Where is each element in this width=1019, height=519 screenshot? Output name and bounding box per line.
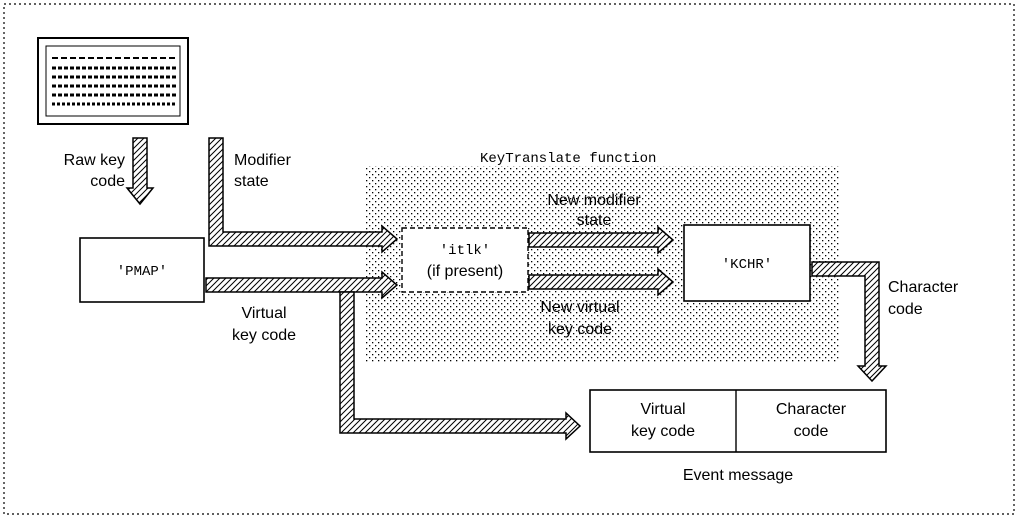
character-label-line2: code (888, 301, 923, 318)
pmap-label: 'PMAP' (117, 264, 167, 280)
event-char-line1: Character (776, 401, 847, 418)
kchr-box (683, 224, 811, 302)
itlk-sublabel: (if present) (427, 263, 503, 280)
new-virtual-key-code-arrow (528, 267, 675, 297)
event-char-line2: code (794, 423, 829, 440)
virtual-label-line1: Virtual (241, 305, 286, 322)
new-modifier-state-arrow (528, 225, 675, 255)
character-label-line1: Character (888, 279, 959, 296)
event-virtual-line2: key code (631, 423, 695, 440)
itlk-box (401, 227, 529, 293)
event-virtual-line1: Virtual (640, 401, 685, 418)
modifier-label-line2: state (234, 173, 269, 190)
kchr-label: 'KCHR' (722, 257, 772, 273)
new-virtual-label-line1: New virtual (540, 299, 619, 316)
raw-key-code-arrow (125, 137, 155, 206)
virtual-branch-arrow (339, 291, 582, 441)
function-name-label: KeyTranslate function (480, 151, 656, 167)
raw-key-label-line1: Raw key (64, 152, 125, 169)
keyboard-icon (37, 37, 189, 125)
pmap-box (79, 237, 205, 303)
new-modifier-label-line1: New modifier (547, 192, 641, 209)
modifier-state-arrow (208, 137, 399, 254)
event-message-box (589, 389, 887, 453)
virtual-label-line2: key code (232, 327, 296, 344)
new-virtual-label-line2: key code (548, 321, 612, 338)
raw-key-label-line2: code (90, 173, 125, 190)
modifier-label-line1: Modifier (234, 152, 292, 169)
character-code-arrow (811, 261, 888, 383)
event-message-label: Event message (683, 467, 793, 484)
itlk-label: 'itlk' (440, 243, 490, 259)
new-modifier-label-line2: state (577, 212, 612, 229)
outer-frame (3, 3, 1015, 515)
